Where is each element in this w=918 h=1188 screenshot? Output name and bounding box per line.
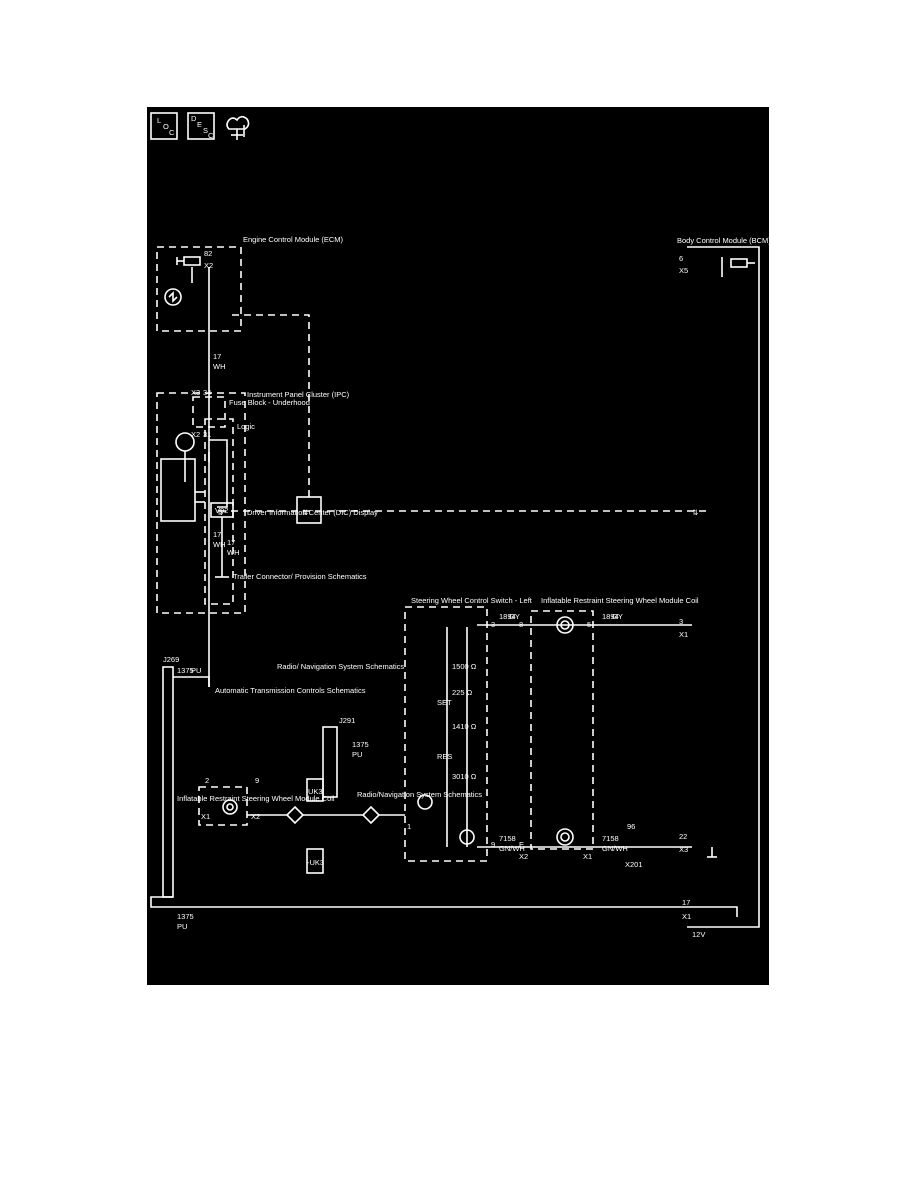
- coil-top-pin-2: 2: [205, 776, 209, 785]
- wire-gnwh-label-2: GN/WH: [602, 844, 628, 853]
- resistor-1410: 1410 Ω: [452, 722, 477, 731]
- j269-label: J269: [163, 655, 179, 664]
- wire-1375-label-2: 1375: [177, 666, 194, 675]
- uk3-label: UK3: [308, 787, 323, 796]
- svg-text:D: D: [191, 114, 197, 123]
- auto-trans-ref: Automatic Transmission Controls Schemati…: [215, 686, 366, 695]
- svg-text:S: S: [203, 126, 208, 135]
- wire-1894-label-2: 1894: [602, 612, 619, 621]
- bcm-x3: X3: [679, 845, 688, 854]
- radio-nav-ref-2: Radio/Navigation System Schematics: [357, 790, 482, 799]
- dic-label: Driver Information Center (DIC) Display: [247, 508, 378, 517]
- trailer-ref-label: Trailer Connector/ Provision Schematics: [233, 572, 367, 581]
- ecm-x2: X2: [204, 261, 213, 270]
- wire-wh-label-2: WH: [213, 540, 226, 549]
- coil-top-pin-9: 9: [255, 776, 259, 785]
- coil-top-label: Inflatable Restraint Steering Wheel Modu…: [177, 794, 335, 803]
- coil-x2: X2: [519, 852, 528, 861]
- wiring-diagram: L O C D E S C X2 82 Engine Control Modul…: [147, 107, 769, 985]
- description-icon[interactable]: D E S C: [187, 112, 215, 140]
- schematic-canvas: L O C D E S C X2 82 Engine Control Modul…: [150, 112, 769, 939]
- bcm-x5: X5: [679, 266, 688, 275]
- bcm-pin-6: 6: [679, 254, 683, 263]
- set-switch: SET: [437, 698, 452, 707]
- logic-label: Logic: [237, 422, 255, 431]
- ecm-pin-82: 82: [204, 249, 212, 258]
- power-ground-icon[interactable]: [226, 115, 250, 140]
- wire-branch-trailer: [209, 439, 228, 508]
- wire-17-label: 17: [213, 352, 221, 361]
- bcm-x1: X1: [682, 912, 691, 921]
- wire-1894-label: 1894: [499, 612, 516, 621]
- wire-pu-label: PU: [177, 922, 187, 931]
- fuse-block-label: Fuse Block - Underhood: [229, 398, 310, 407]
- wire-gnwh-label: GN/WH: [499, 844, 525, 853]
- svg-text:C: C: [208, 131, 214, 140]
- svg-text:O: O: [163, 122, 169, 131]
- pin-96: 96: [627, 822, 635, 831]
- wire-gy-label-2: GY: [612, 612, 623, 621]
- swc-switch: Steering Wheel Control Switch - Left 150…: [404, 596, 533, 862]
- j291-label: J291: [339, 716, 355, 725]
- svg-text:L: L: [157, 116, 161, 125]
- j291-wire-1375: 1375: [352, 740, 369, 749]
- svg-text:⇅: ⇅: [217, 508, 224, 517]
- j269-bus: [162, 666, 174, 898]
- x201-label: X201: [625, 860, 643, 869]
- coil-top: Inflatable Restraint Steering Wheel Modu…: [177, 776, 335, 826]
- ecm-module: X2 82 Engine Control Module (ECM): [156, 235, 344, 332]
- bcm-pin-17: 17: [682, 898, 690, 907]
- j291-wire-pu: PU: [352, 750, 362, 759]
- ipc-label: Instrument Panel Cluster (IPC): [247, 390, 350, 399]
- swc-label: Steering Wheel Control Switch - Left: [411, 596, 533, 605]
- bcm-x1-b: X1: [679, 630, 688, 639]
- svg-text:C: C: [169, 128, 175, 137]
- bcm-module: Body Control Module (BCM) X5 6 X1 17 12V…: [677, 236, 769, 939]
- ecm-label: Engine Control Module (ECM): [243, 235, 344, 244]
- uk3-neg-label: -UK3: [307, 858, 324, 867]
- fuse-pin-31: 31: [203, 430, 211, 439]
- wire-wh-label: WH: [213, 362, 226, 371]
- swc-pin-1: 1: [407, 822, 411, 831]
- j291-bus: [322, 726, 338, 798]
- wire-7158-label: 7158: [499, 834, 516, 843]
- coil-top-x1: X1: [201, 812, 210, 821]
- coil-top-x2: X2: [251, 812, 260, 821]
- radio-nav-ref: Radio/ Navigation System Schematics: [277, 662, 404, 671]
- svg-text:E: E: [197, 120, 202, 129]
- swc-pin-9: 9: [491, 840, 495, 849]
- coil-x1: X1: [583, 852, 592, 861]
- diamond-node-1: [285, 805, 305, 825]
- serial-data-ecm: [231, 314, 310, 497]
- wire-7158-label-2: 7158: [602, 834, 619, 843]
- trailer-wire-17: 17: [227, 538, 235, 547]
- fuse-x2: X2: [191, 430, 200, 439]
- coil-pin-e: E: [519, 840, 524, 849]
- coil-main: Inflatable Restraint Steering Wheel Modu…: [519, 596, 699, 861]
- coil-main-label: Inflatable Restraint Steering Wheel Modu…: [541, 596, 699, 605]
- locator-icon[interactable]: L O C: [150, 112, 178, 140]
- wire-1375-pu-bottom: [150, 896, 738, 917]
- bcm-voltage: 12V: [692, 930, 705, 939]
- wire-17-label-2: 17: [213, 530, 221, 539]
- svg-text:⇅: ⇅: [692, 508, 699, 517]
- resistor-225: 225 Ω: [452, 688, 473, 697]
- wire-gy-label: GY: [509, 612, 520, 621]
- resistor-3010: 3010 Ω: [452, 772, 477, 781]
- diamond-node-2: [361, 805, 381, 825]
- wire-pu-label-2: PU: [191, 666, 201, 675]
- bcm-pin-22: 22: [679, 832, 687, 841]
- resistor-1500: 1500 Ω: [452, 662, 477, 671]
- uk3-neg-box: [306, 848, 324, 874]
- svg-text:⇅: ⇅: [302, 508, 309, 517]
- bcm-pin-3: 3: [679, 617, 683, 626]
- wire-1375-label: 1375: [177, 912, 194, 921]
- res-switch: RES: [437, 752, 452, 761]
- wire-auto-trans: [173, 676, 210, 687]
- bcm-label: Body Control Module (BCM): [677, 236, 769, 245]
